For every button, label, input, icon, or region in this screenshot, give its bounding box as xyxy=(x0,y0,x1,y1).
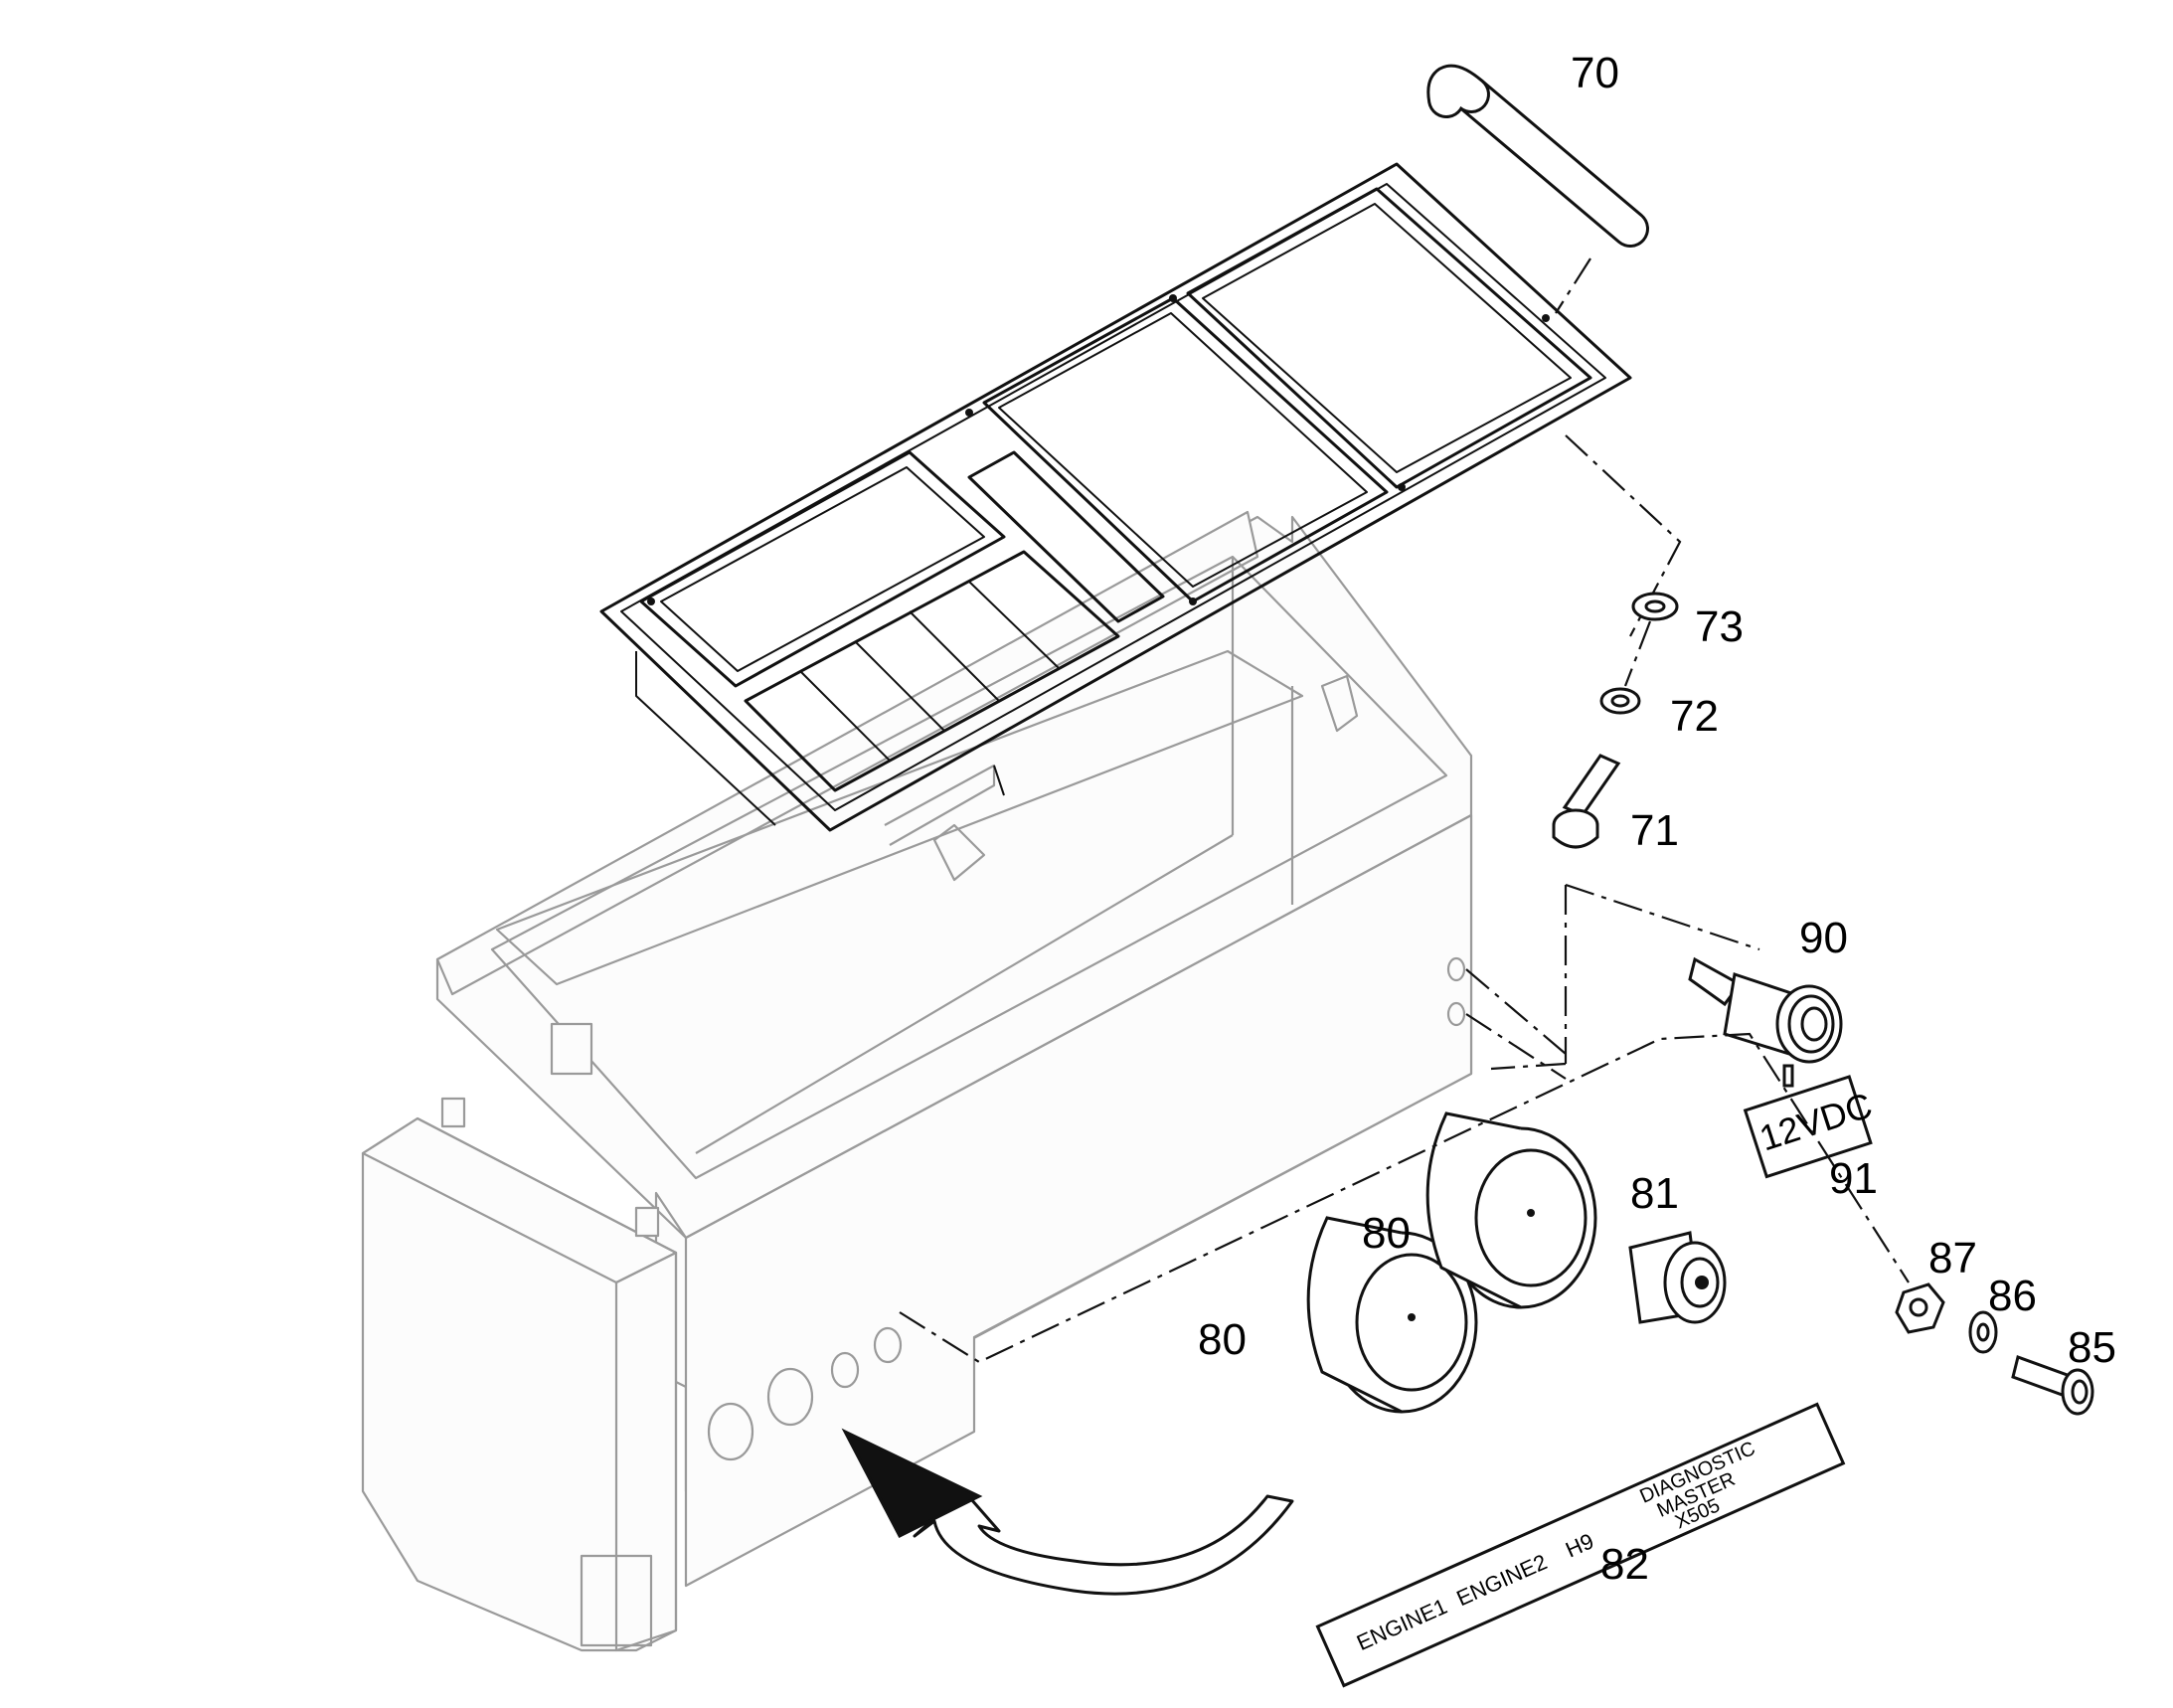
handle-icon xyxy=(1426,64,1649,248)
screw-hole-5 xyxy=(1398,483,1406,491)
lock-washer-icon xyxy=(1599,687,1641,715)
slot-divider-4 xyxy=(968,581,1060,669)
gauge-icon-2 xyxy=(1425,1111,1597,1309)
callout-80-lower: 80 xyxy=(1198,1315,1247,1364)
grommet xyxy=(1320,674,1359,733)
window-left-inner xyxy=(660,466,985,672)
callout-80-upper: 80 xyxy=(1362,1209,1411,1258)
side-cover xyxy=(361,1116,678,1652)
bezel-slot-window xyxy=(744,550,1120,792)
socket-hole-2 xyxy=(1446,1001,1466,1027)
bezel-small-window xyxy=(967,450,1165,623)
bezel-window-right xyxy=(1186,187,1592,489)
callout-81: 81 xyxy=(1630,1169,1679,1218)
screw-hole-6 xyxy=(1189,598,1197,605)
bezel-leg-1 xyxy=(635,651,776,826)
curved-arrow-icon xyxy=(841,1428,1294,1596)
leader-panel xyxy=(899,1032,1910,1364)
leader-70 xyxy=(1555,257,1591,314)
callout-85: 85 xyxy=(2068,1323,2116,1372)
callout-82: 82 xyxy=(1600,1540,1649,1589)
bezel-window-middle xyxy=(982,296,1389,603)
buzzer-icon xyxy=(1628,1231,1727,1324)
screw-hole-4 xyxy=(1542,314,1550,322)
slot-divider-1 xyxy=(799,670,891,762)
washer-icon xyxy=(1631,592,1679,621)
inner-floor-edge xyxy=(695,834,1234,1154)
callout-86: 86 xyxy=(1988,1272,2037,1320)
screw-hole-2 xyxy=(965,409,973,417)
bezel-frame xyxy=(599,162,1632,832)
bezel-window-left xyxy=(639,450,1006,688)
decal-12vdc: 12VDC xyxy=(1743,1075,1877,1179)
window-middle-inner xyxy=(998,312,1368,588)
screw-hole-1 xyxy=(647,598,655,605)
panel-hole-4 xyxy=(873,1326,903,1364)
hinge-1 xyxy=(440,1097,466,1128)
leader-washers xyxy=(1623,620,1652,687)
bezel-outline xyxy=(599,162,1632,832)
hinge-2 xyxy=(634,1206,660,1238)
callout-70: 70 xyxy=(1571,49,1619,97)
leader-socket xyxy=(1465,883,1760,1080)
window-right-inner xyxy=(1202,203,1572,473)
callout-87: 87 xyxy=(1928,1234,1977,1282)
bracket-2 xyxy=(932,823,986,882)
slot-divider-3 xyxy=(909,610,1000,702)
side-cover-edge xyxy=(614,1251,678,1652)
nut-icon xyxy=(1895,1282,1945,1334)
side-cover-foot xyxy=(580,1554,653,1647)
front-panel-top-edge xyxy=(685,814,1472,1239)
slot-divider-2 xyxy=(854,640,945,732)
screw-hole-3 xyxy=(1169,294,1177,302)
socket-icon xyxy=(1688,956,1843,1088)
panel-hole-1 xyxy=(707,1402,754,1461)
callout-71: 71 xyxy=(1630,806,1679,855)
screw-icon xyxy=(1552,754,1621,849)
decal-strip: ENGINE1 ENGINE2 H9 DIAGNOSTIC MASTER X50… xyxy=(1315,1402,1846,1688)
callout-72: 72 xyxy=(1670,692,1719,741)
bolt-icon xyxy=(2011,1355,2094,1416)
washer-86-icon xyxy=(1968,1310,1998,1354)
callout-73: 73 xyxy=(1695,602,1744,651)
bezel-inner-edge xyxy=(620,183,1606,811)
latch xyxy=(550,1022,593,1076)
socket-hole-1 xyxy=(1446,956,1466,982)
control-box-housing xyxy=(361,510,1473,1652)
panel-hole-3 xyxy=(830,1351,860,1389)
panel-hole-2 xyxy=(766,1367,814,1427)
gauge-icon xyxy=(1306,1216,1478,1414)
callout-91: 91 xyxy=(1829,1154,1878,1203)
bracket-1 xyxy=(884,764,996,846)
bezel-leg-2 xyxy=(993,765,1005,796)
callout-90: 90 xyxy=(1799,914,1848,962)
